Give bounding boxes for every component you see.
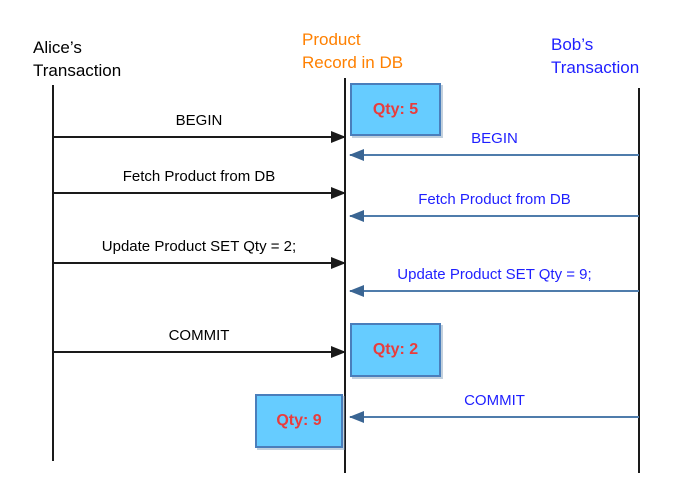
lifeline-product-record — [344, 78, 346, 473]
message-alice-commit-arrow — [53, 346, 346, 358]
message-bob-begin: BEGIN — [349, 130, 639, 161]
message-bob-update-label: Update Product SET Qty = 9; — [397, 266, 592, 283]
actor-title-bob-line1: Bob’s — [551, 35, 594, 54]
message-alice-begin: BEGIN — [53, 112, 346, 143]
arrowhead-right-icon — [331, 187, 346, 199]
message-bob-commit-label: COMMIT — [464, 392, 525, 409]
message-bob-fetch: Fetch Product from DB — [349, 191, 639, 222]
message-alice-begin-label: BEGIN — [175, 112, 223, 129]
message-alice-fetch-arrow — [53, 187, 346, 199]
message-bob-begin-label: BEGIN — [471, 130, 518, 147]
arrowhead-right-icon — [331, 346, 346, 358]
lifeline-bob — [638, 88, 640, 473]
actor-title-bob-line2: Transaction — [551, 58, 640, 77]
db-state-qty-5-label: Qty: 5 — [372, 100, 419, 118]
db-state-qty-2: Qty: 2 — [350, 323, 441, 377]
actor-title-alice-line1: Alice’s — [33, 38, 82, 57]
actor-title-product-line1: Product — [302, 30, 361, 49]
message-alice-fetch-label: Fetch Product from DB — [122, 168, 276, 185]
message-bob-commit: COMMIT — [349, 392, 639, 423]
db-state-qty-2-label: Qty: 2 — [372, 341, 419, 358]
message-bob-update-arrow — [349, 285, 639, 297]
message-bob-update: Update Product SET Qty = 9; — [349, 266, 639, 297]
message-alice-update-arrow — [53, 257, 346, 269]
message-alice-update: Update Product SET Qty = 2; — [53, 238, 346, 269]
actor-title-alice-line2: Transaction — [33, 61, 122, 80]
message-alice-commit-label: COMMIT — [168, 327, 230, 344]
message-bob-commit-arrow — [349, 411, 639, 423]
arrowhead-right-icon — [331, 131, 346, 143]
db-state-qty-5: Qty: 5 — [350, 83, 441, 136]
lifeline-alice — [52, 85, 54, 461]
message-bob-fetch-label: Fetch Product from DB — [418, 191, 571, 208]
message-alice-commit: COMMIT — [53, 327, 346, 358]
arrowhead-left-icon — [349, 285, 364, 297]
actor-title-alice: Alice’s Transaction — [33, 36, 121, 82]
arrowhead-right-icon — [331, 257, 346, 269]
actor-title-bob: Bob’s Transaction — [551, 33, 639, 79]
message-alice-update-label: Update Product SET Qty = 2; — [101, 238, 297, 255]
db-state-qty-9: Qty: 9 — [255, 394, 343, 448]
message-bob-fetch-arrow — [349, 210, 639, 222]
message-alice-fetch: Fetch Product from DB — [53, 168, 346, 199]
arrowhead-left-icon — [349, 411, 364, 423]
arrowhead-left-icon — [349, 210, 364, 222]
db-state-qty-9-label: Qty: 9 — [276, 412, 322, 429]
message-alice-begin-arrow — [53, 131, 346, 143]
message-bob-begin-arrow — [349, 149, 639, 161]
arrowhead-left-icon — [349, 149, 364, 161]
actor-title-product-line2: Record in DB — [302, 53, 404, 72]
actor-title-product-record: Product Record in DB — [302, 28, 403, 74]
